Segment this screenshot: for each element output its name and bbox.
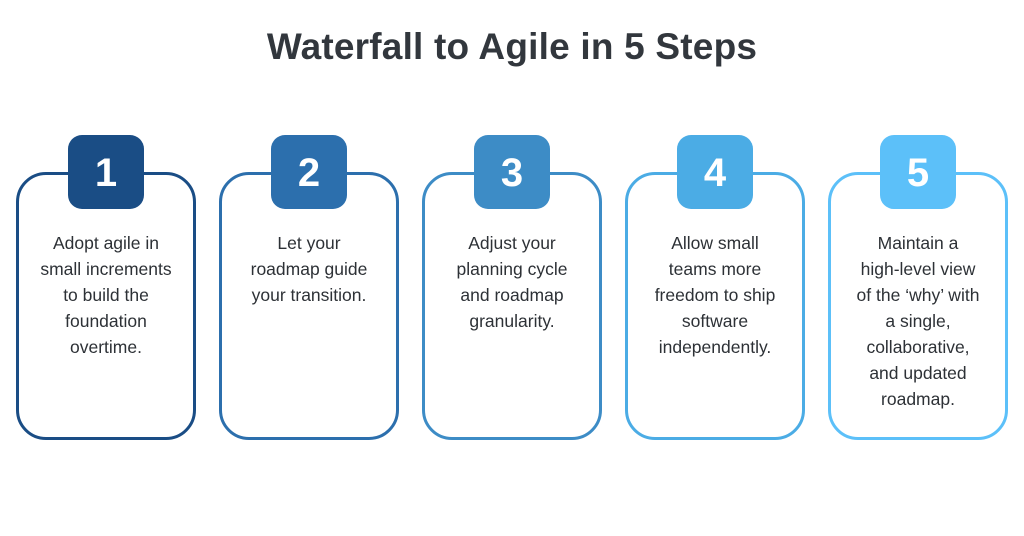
step-text: Maintain a high-level view of the ‘why’ … bbox=[856, 233, 980, 409]
step-number: 1 bbox=[94, 151, 118, 195]
steps-row: 1 Adopt agile in small increments to bui… bbox=[0, 135, 1024, 440]
step-number: 4 bbox=[703, 151, 727, 195]
step-number: 5 bbox=[906, 151, 930, 195]
step-card-5: 5 Maintain a high-level view of the ‘why… bbox=[828, 135, 1008, 440]
step-text: Adjust your planning cycle and roadmap g… bbox=[456, 233, 568, 331]
step-4-number-badge: 4 bbox=[677, 135, 753, 209]
step-card-4: 4 Allow small teams more freedom to ship… bbox=[625, 135, 805, 440]
step-number: 2 bbox=[297, 151, 321, 195]
step-text: Let your roadmap guide your transition. bbox=[250, 233, 368, 305]
step-card-1: 1 Adopt agile in small increments to bui… bbox=[16, 135, 196, 440]
step-card-2: 2 Let your roadmap guide your transition… bbox=[219, 135, 399, 440]
step-3-number-badge: 3 bbox=[474, 135, 550, 209]
step-text: Adopt agile in small increments to build… bbox=[40, 233, 172, 357]
step-1-number-badge: 1 bbox=[68, 135, 144, 209]
step-2-number-badge: 2 bbox=[271, 135, 347, 209]
page-title: Waterfall to Agile in 5 Steps bbox=[266, 26, 758, 67]
step-5-number-badge: 5 bbox=[880, 135, 956, 209]
step-number: 3 bbox=[500, 151, 524, 195]
step-text: Allow small teams more freedom to ship s… bbox=[654, 233, 776, 357]
step-card-3: 3 Adjust your planning cycle and roadmap… bbox=[422, 135, 602, 440]
